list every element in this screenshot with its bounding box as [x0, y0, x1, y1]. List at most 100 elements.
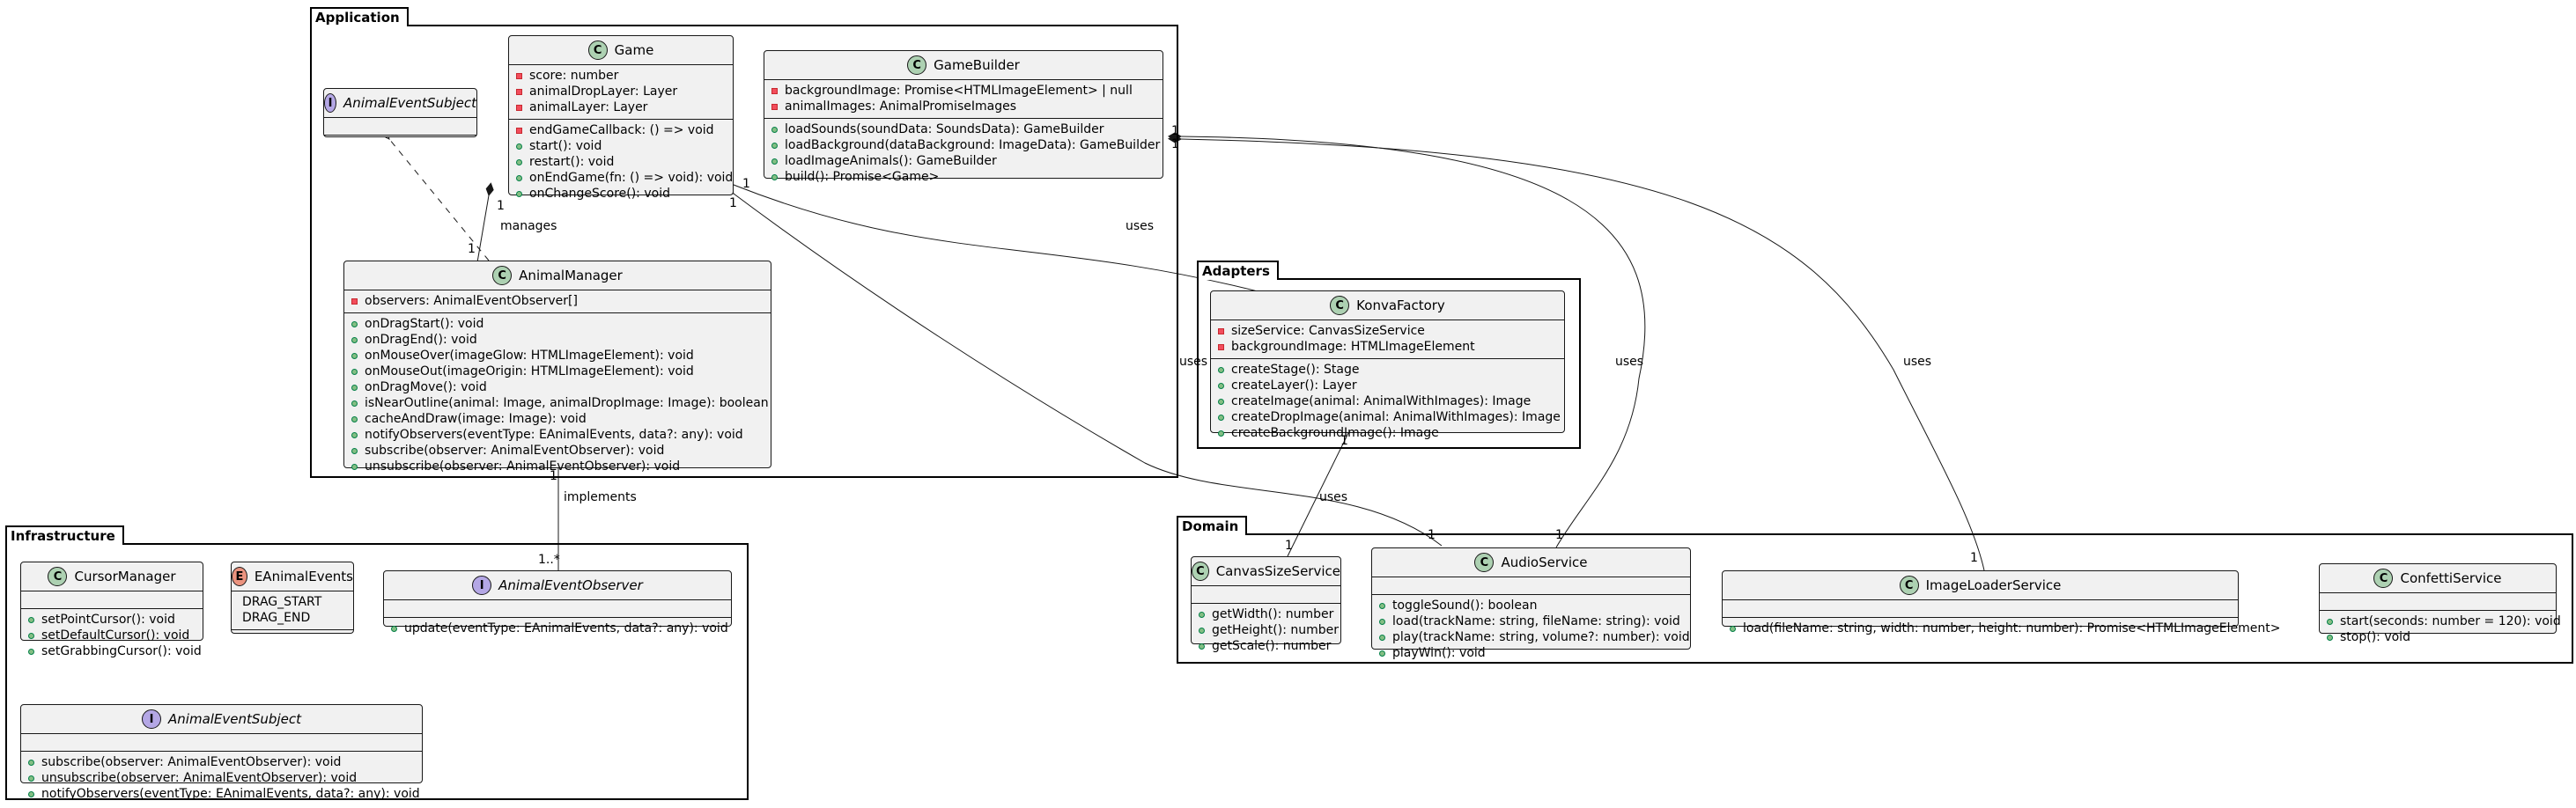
- public-icon: [516, 174, 522, 181]
- class-game[interactable]: C Game score: number animalDropLayer: La…: [508, 35, 734, 201]
- public-icon: [1379, 618, 1385, 625]
- field: sizeService: CanvasSizeService: [1231, 324, 1425, 338]
- class-konva-factory[interactable]: C KonvaFactory sizeService: CanvasSizeSe…: [1210, 290, 1565, 440]
- methods-section: subscribe(observer: AnimalEventObserver)…: [21, 752, 422, 805]
- private-icon: [1218, 343, 1224, 350]
- public-icon: [2327, 634, 2333, 641]
- public-icon: [2327, 618, 2333, 625]
- method: onMouseOver(imageGlow: HTMLImageElement)…: [365, 349, 694, 363]
- public-icon: [1199, 627, 1205, 634]
- field: backgroundImage: Promise<HTMLImageElemen…: [785, 84, 1133, 98]
- manages-from-multiplicity: 1: [497, 199, 505, 213]
- method: createStage(): Stage: [1231, 363, 1360, 377]
- class-game-builder[interactable]: C GameBuilder backgroundImage: Promise<H…: [764, 50, 1163, 184]
- method: getHeight(): number: [1212, 623, 1339, 637]
- public-icon: [351, 352, 358, 359]
- manages-label: manages: [500, 219, 557, 233]
- public-icon: [28, 790, 34, 797]
- public-icon: [516, 190, 522, 197]
- builder-loader-label: uses: [1903, 355, 1932, 369]
- method: onDragEnd(): void: [365, 333, 477, 347]
- fields-section: [21, 734, 422, 752]
- method: onChangeScore(): void: [529, 187, 670, 201]
- field: animalLayer: Layer: [529, 100, 648, 114]
- method: setGrabbingCursor(): void: [41, 644, 202, 658]
- game-audio-label: uses: [1179, 355, 1208, 369]
- public-icon: [391, 625, 397, 632]
- method: unsubscribe(observer: AnimalEventObserve…: [365, 459, 681, 474]
- public-icon: [1379, 634, 1385, 641]
- implements-to-multiplicity: 1..*: [538, 553, 560, 567]
- method: notifyObservers(eventType: EAnimalEvents…: [41, 787, 420, 801]
- interface-animal-event-observer[interactable]: I AnimalEventObserver update(eventType: …: [383, 570, 732, 635]
- methods-section: toggleSound(): boolean load(trackName: s…: [1372, 595, 1690, 665]
- builder-loader-from-multiplicity: 1: [1171, 137, 1179, 151]
- method: update(eventType: EAnimalEvents, data?: …: [404, 621, 728, 635]
- builder-audio-label: uses: [1615, 355, 1644, 369]
- class-cursor-manager[interactable]: C CursorManager setPointCursor(): void s…: [20, 562, 203, 658]
- konva-canvas-label: uses: [1319, 490, 1348, 504]
- methods-section: onDragStart(): void onDragEnd(): void on…: [344, 313, 771, 478]
- class-audio-service[interactable]: C AudioService toggleSound(): boolean lo…: [1371, 547, 1691, 660]
- class-name: ConfettiService: [2400, 570, 2502, 586]
- fields-section: [324, 118, 476, 136]
- class-icon: C: [1899, 576, 1919, 595]
- game-konva-label: uses: [1126, 219, 1155, 233]
- fields-section: backgroundImage: Promise<HTMLImageElemen…: [764, 80, 1163, 119]
- public-icon: [351, 447, 358, 454]
- class-app-animal-event-subject[interactable]: I AnimalEventSubject: [323, 88, 477, 137]
- class-confetti-service[interactable]: C ConfettiService start(seconds: number …: [2319, 563, 2561, 644]
- public-icon: [1218, 382, 1224, 389]
- enum-literal: DRAG_END: [242, 611, 311, 625]
- game-audio-from-multiplicity: 1: [729, 196, 737, 210]
- method: onDragMove(): void: [365, 380, 487, 394]
- private-icon: [351, 297, 358, 305]
- public-icon: [351, 368, 358, 375]
- method: onEndGame(fn: () => void): void: [529, 171, 734, 185]
- game-audio-line: [722, 186, 1443, 547]
- public-icon: [351, 415, 358, 422]
- enum-e-animal-events[interactable]: E EAnimalEvents DRAG_START DRAG_END: [231, 562, 354, 634]
- method: createBackgroundImage(): Image: [1231, 426, 1439, 440]
- game-konva-from-multiplicity: 1: [742, 177, 750, 191]
- realization-line: [389, 139, 490, 261]
- public-icon: [351, 400, 358, 407]
- class-icon: C: [907, 55, 927, 75]
- konva-canvas-from-multiplicity: 1: [1340, 434, 1348, 448]
- public-icon: [1199, 643, 1205, 650]
- method: createImage(animal: AnimalWithImages): I…: [1231, 394, 1532, 408]
- package-application: Application: [310, 7, 1178, 478]
- method: createLayer(): Layer: [1231, 378, 1357, 393]
- public-icon: [771, 173, 778, 180]
- private-icon: [1218, 327, 1224, 334]
- public-icon: [351, 384, 358, 391]
- konva-canvas-to-multiplicity: 1: [1285, 539, 1293, 553]
- method: subscribe(observer: AnimalEventObserver)…: [365, 444, 665, 458]
- public-icon: [771, 142, 778, 149]
- class-animal-manager[interactable]: C AnimalManager observers: AnimalEventOb…: [343, 261, 771, 474]
- interface-icon: I: [324, 93, 337, 113]
- field: animalDropLayer: Layer: [529, 84, 678, 99]
- method: loadImageAnimals(): GameBuilder: [785, 154, 997, 168]
- public-icon: [771, 158, 778, 165]
- methods-section: endGameCallback: () => void start(): voi…: [509, 120, 733, 205]
- game-audio-to-multiplicity: 1: [1428, 528, 1436, 542]
- public-icon: [28, 775, 34, 782]
- interface-infra-animal-event-subject[interactable]: I AnimalEventSubject subscribe(observer:…: [20, 704, 423, 801]
- class-image-loader-service[interactable]: C ImageLoaderService load(fileName: stri…: [1722, 570, 2281, 635]
- public-icon: [1218, 414, 1224, 421]
- public-icon: [1218, 398, 1224, 405]
- field: score: number: [529, 69, 619, 83]
- class-name: AudioService: [1501, 555, 1588, 570]
- class-canvas-size-service[interactable]: C CanvasSizeService getWidth(): number g…: [1191, 556, 1341, 653]
- builder-audio-to-multiplicity: 1: [1555, 528, 1563, 542]
- class-name: AnimalEventSubject: [343, 95, 476, 111]
- method: unsubscribe(observer: AnimalEventObserve…: [41, 771, 358, 785]
- method: loadSounds(soundData: SoundsData): GameB…: [785, 122, 1104, 136]
- method: cacheAndDraw(image: Image): void: [365, 412, 587, 426]
- public-icon: [1379, 650, 1385, 657]
- fields-section: [2320, 593, 2556, 611]
- method: play(trackName: string, volume?: number)…: [1392, 630, 1690, 644]
- method: endGameCallback: () => void: [529, 123, 714, 137]
